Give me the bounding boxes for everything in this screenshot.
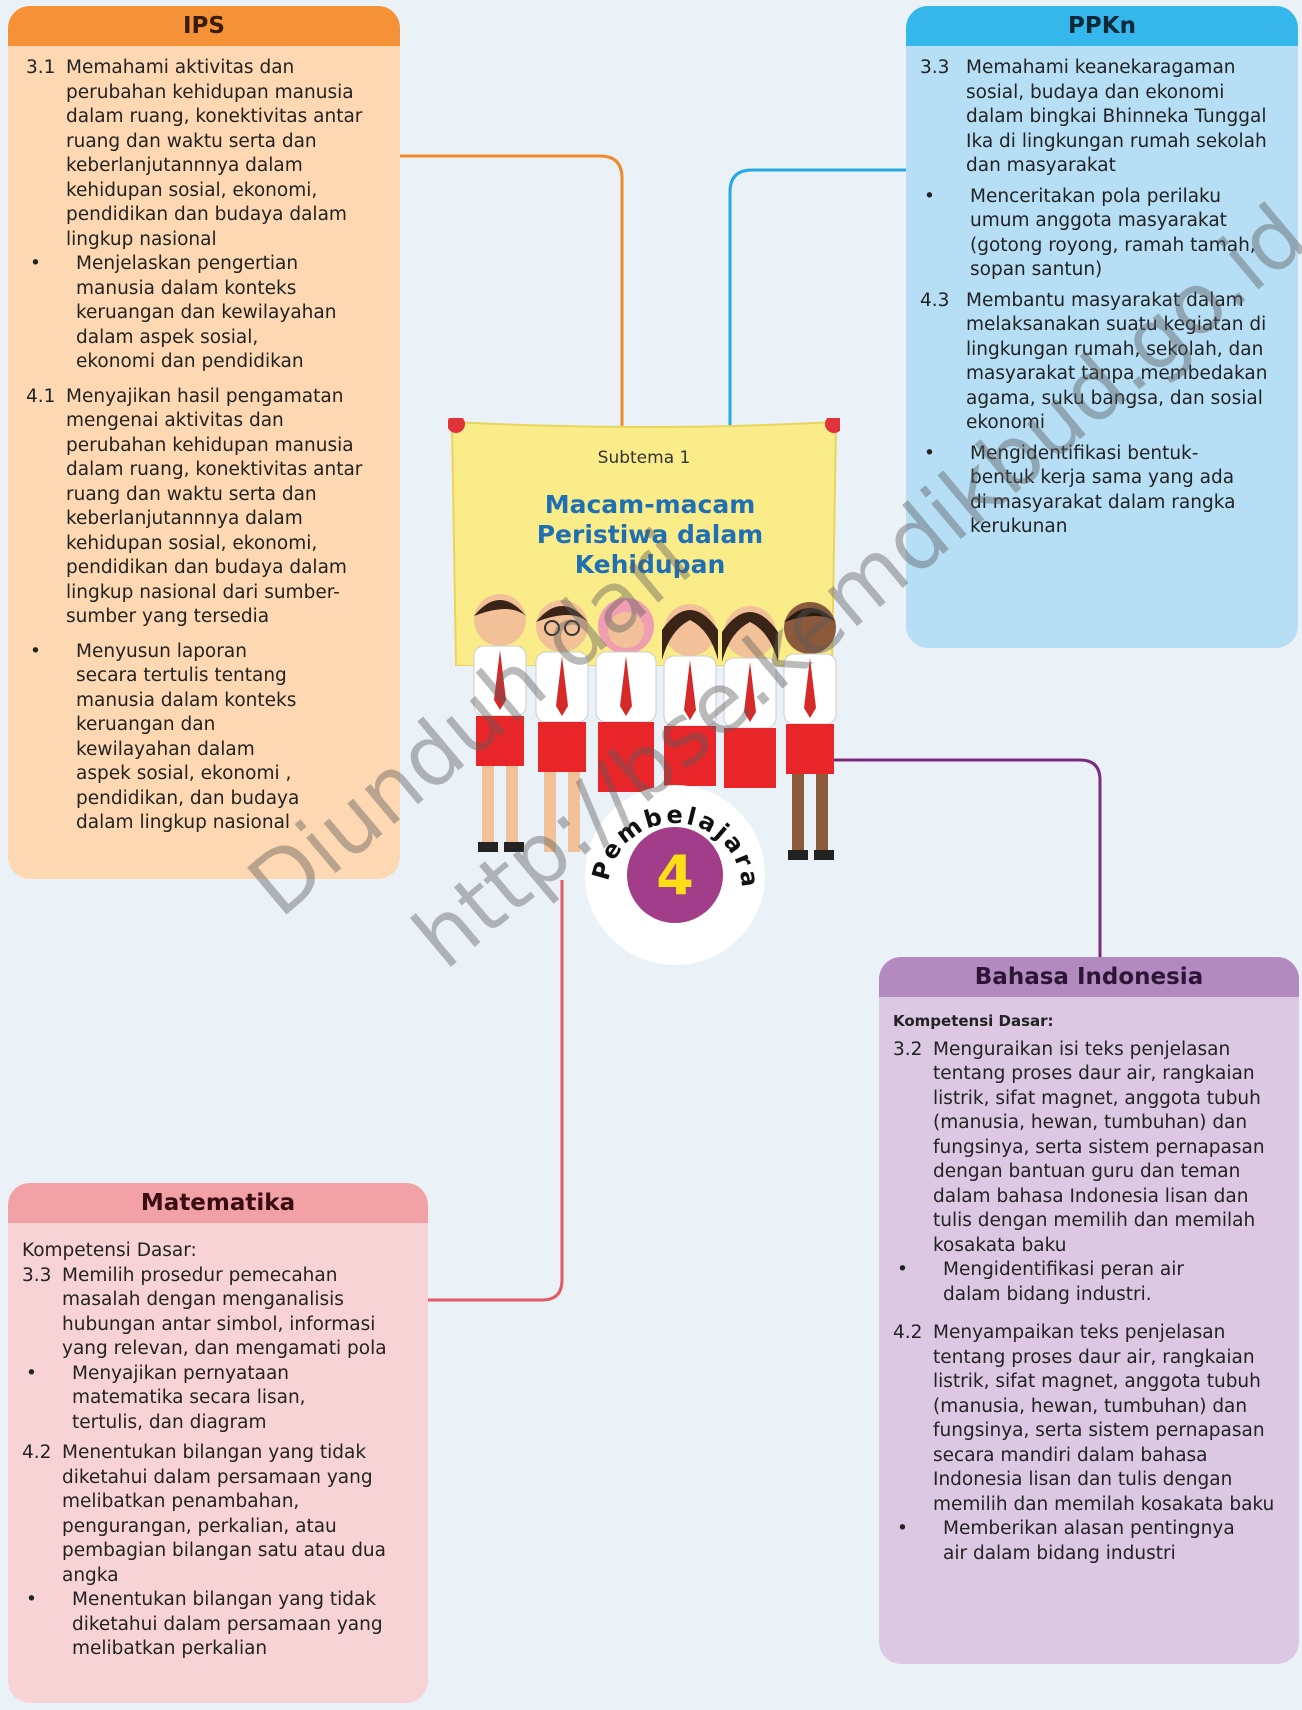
bahasa-connector [830, 758, 1102, 957]
matematika-item: •Menyajikan pernyataan matematika secara… [26, 1362, 306, 1433]
ppkn-item: •Menceritakan pola perilaku umum anggota… [924, 185, 1256, 281]
kompetensi-dasar-label: Kompetensi Dasar: [893, 1012, 1054, 1030]
badge-number: 4 [656, 844, 694, 907]
matematika-title: Matematika [8, 1183, 428, 1223]
ppkn-item: •Mengidentifikasi bentuk-bentuk kerja sa… [924, 442, 1236, 538]
ppkn-connector [728, 168, 906, 432]
pin-icon [448, 418, 465, 433]
matematika-item: •Menentukan bilangan yang tidak diketahu… [26, 1589, 383, 1659]
bahasa-indonesia-title: Bahasa Indonesia [879, 957, 1299, 997]
bahasa-item: •Memberikan alasan pentingnya air dalam … [897, 1518, 1235, 1564]
ips-connector [400, 154, 624, 432]
pin-icon [825, 418, 840, 433]
kompetensi-dasar-label: Kompetensi Dasar: [22, 1240, 197, 1261]
ips-title: IPS [8, 6, 400, 46]
ppkn-title: PPKn [906, 6, 1298, 46]
ips-item: •Menjelaskan pengertian manusia dalam ko… [30, 253, 337, 372]
subtema-label: Subtema 1 [597, 448, 691, 468]
bahasa-item: •Mengidentifikasi peran air dalam bidang… [897, 1259, 1184, 1305]
matematika-connector [428, 880, 564, 1302]
pembelajaran-badge: Pembelajaran 4 [580, 780, 765, 965]
ips-item: •Menyusun laporan secara tertulis tentan… [30, 640, 300, 834]
children-illustration [473, 594, 837, 860]
subtema-title: Macam-macam Peristiwa dalam Kehidupan [536, 490, 764, 579]
